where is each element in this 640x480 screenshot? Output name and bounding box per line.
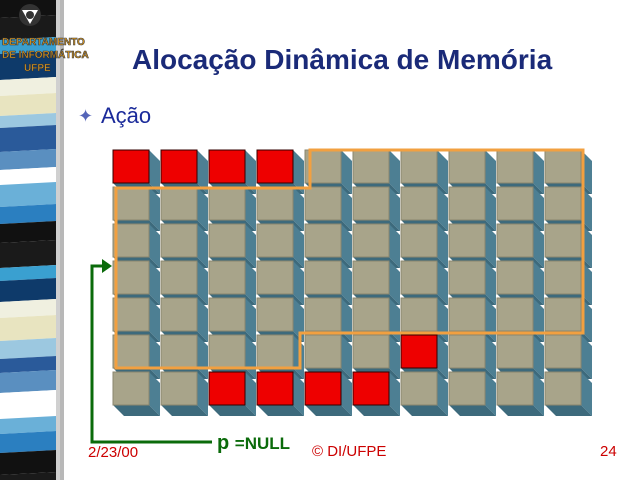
memory-cell — [352, 371, 400, 416]
footer-page-number: 24 — [600, 443, 617, 460]
memory-cell — [544, 223, 592, 268]
decorative-sidebar-stripe — [0, 0, 64, 480]
department-logo: DEPARTAMENTO DE INFORMÁTICA UFPE — [2, 4, 89, 74]
memory-cell — [544, 334, 592, 379]
memory-cell — [208, 223, 256, 268]
pointer-value: =NULL — [234, 434, 291, 453]
footer-date: 2/23/00 — [88, 444, 139, 461]
memory-cell — [208, 149, 256, 194]
memory-cell — [256, 371, 304, 416]
pointer-variable: p — [217, 432, 230, 454]
memory-cell — [496, 371, 544, 416]
memory-cell — [304, 371, 352, 416]
memory-cell — [352, 186, 400, 231]
memory-cell — [400, 223, 448, 268]
bullet-text: Ação — [101, 103, 152, 128]
pointer-arrow-line — [90, 264, 212, 444]
logo-emblem-icon — [19, 4, 41, 26]
footer-copyright: © DI/UFPE — [312, 443, 387, 460]
memory-cell — [448, 371, 496, 416]
allocated-region-outline — [114, 148, 585, 370]
logo-line-3: UFPE — [24, 63, 51, 74]
memory-cell — [112, 371, 160, 416]
logo-line-1: DEPARTAMENTO — [2, 37, 85, 48]
memory-cell — [400, 297, 448, 342]
memory-cell — [400, 371, 448, 416]
memory-cell — [112, 186, 160, 231]
arrow-head-icon — [102, 259, 112, 273]
memory-cell — [160, 371, 208, 416]
memory-cell — [496, 186, 544, 231]
memory-cell — [256, 223, 304, 268]
slide-title: Alocação Dinâmica de Memória — [132, 44, 553, 75]
memory-cell — [208, 186, 256, 231]
bullet-diamond-icon: ✦ — [78, 106, 94, 126]
memory-cell — [544, 371, 592, 416]
memory-cell — [208, 371, 256, 416]
logo-line-2: DE INFORMÁTICA — [2, 48, 89, 61]
pointer-label: p =NULL — [217, 432, 290, 455]
